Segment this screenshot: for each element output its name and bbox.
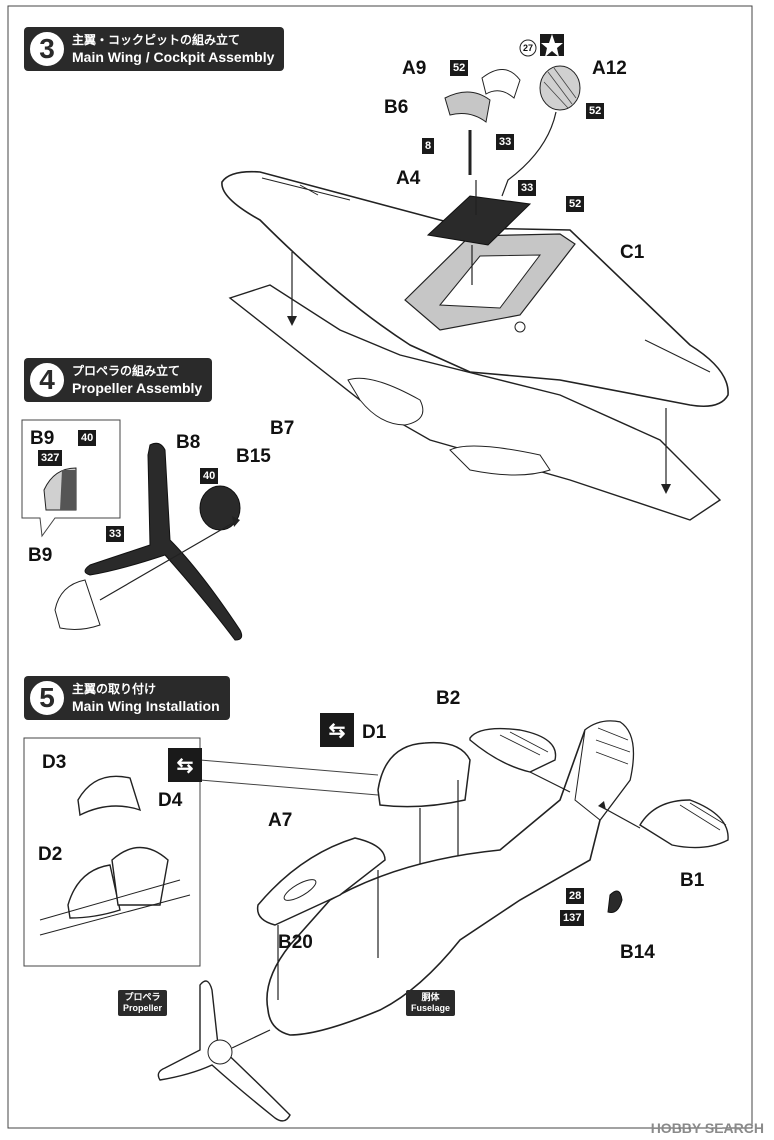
fuselage-tag-jp: 胴体 [421,992,440,1002]
propeller-tag-en: Propeller [123,1003,163,1013]
step-5-badge: 5 主翼の取り付け Main Wing Installation [24,676,230,720]
propeller-b8 [84,442,243,641]
tailplane-b1 [639,799,729,849]
part-label-b20: B20 [278,932,313,953]
part-label-d4: D4 [158,790,183,811]
step-title-jp: プロペラの組み立て [72,364,181,378]
part-label-b14: B14 [620,942,655,963]
step-number: 5 [28,679,66,717]
paint-code-52: 52 [566,196,585,212]
paint-code-33: 33 [518,180,537,196]
step-title-en: Propeller Assembly [72,380,203,396]
paint-code-33: 33 [496,134,515,150]
part-label-b9-inset: B9 [30,428,55,449]
step-number: 3 [28,30,66,68]
paint-code-137: 137 [560,910,585,926]
nose-cover-a7 [256,837,386,926]
wheel-well-right [449,445,551,476]
part-label-b2: B2 [436,688,461,709]
cockpit-floor-a4 [426,195,532,246]
part-label-c1: C1 [620,242,645,263]
step-title-en: Main Wing / Cockpit Assembly [72,49,275,65]
headrest-a9 [444,91,491,123]
step-3-badge: 3 主翼・コックピットの組み立て Main Wing / Cockpit Ass… [24,27,285,71]
part-label-a4: A4 [396,168,421,189]
page-border [7,5,753,1129]
step-title-jp: 主翼・コックピットの組み立て [72,33,241,47]
part-label-a9: A9 [402,58,427,79]
paint-code-40: 40 [78,430,97,446]
propeller-tag-jp: プロペラ [124,992,161,1002]
paint-code-28: 28 [566,888,585,904]
tailwheel-b14 [607,890,623,913]
spinner-b9 [54,579,101,630]
wing-b7 [228,284,722,521]
part-label-a12: A12 [592,58,627,79]
part-label-b1: B1 [680,870,705,891]
part-label-d2: D2 [38,844,63,865]
part-label-d1: D1 [362,722,387,743]
part-label-d3: D3 [42,752,67,773]
paint-code-52: 52 [586,103,605,119]
paint-code-8: 8 [422,138,435,154]
paint-code-27: 27 [523,43,534,53]
paint-code-327: 327 [38,450,63,466]
wheel-well-left [347,377,424,426]
watermark: HOBBY SEARCH [650,1120,764,1136]
part-label-b6: B6 [384,97,409,118]
part-label-b8: B8 [176,432,201,453]
part-label-b15: B15 [236,446,271,467]
step-title-jp: 主翼の取り付け [72,682,157,696]
propeller-tag: プロペラ Propeller [118,990,168,1016]
part-label-a7: A7 [268,810,293,831]
armor-plate-27 [481,69,521,99]
paint-circle-27 [519,39,537,57]
fuselage-tag: 胴体 Fuselage [406,990,456,1016]
canopy-d1 [377,741,471,808]
paint-code-33: 33 [106,526,125,542]
flip-symbol-icon: ⇆ [320,713,354,747]
step-title-en: Main Wing Installation [72,698,220,714]
part-label-b9: B9 [28,545,53,566]
fuselage-tag-en: Fuselage [411,1003,451,1013]
step-4-badge: 4 プロペラの組み立て Propeller Assembly [24,358,213,402]
canopy-d4 [111,846,169,906]
tailplane-b2 [469,727,557,773]
canopy-d3 [77,775,142,817]
paint-code-40: 40 [200,468,219,484]
step-number: 4 [28,361,66,399]
flip-symbol-icon: ⇆ [168,748,202,782]
paint-code-52: 52 [450,60,469,76]
part-label-b7: B7 [270,418,295,439]
